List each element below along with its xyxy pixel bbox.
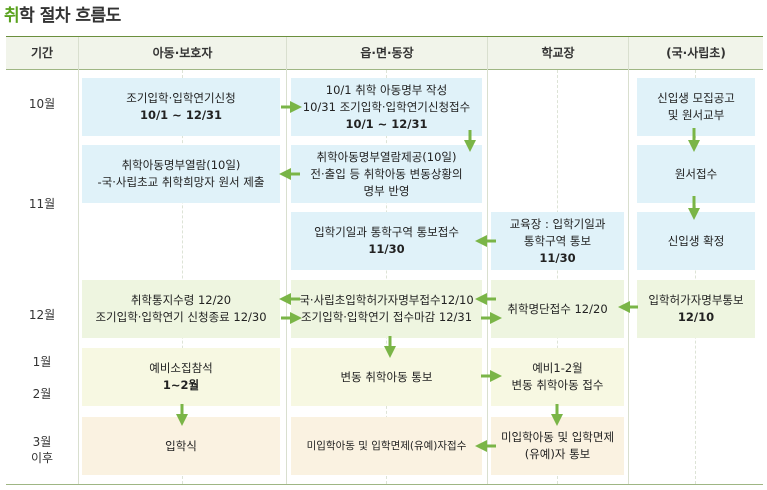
step-receive-unenrolled: 미입학아동 및 입학면제(유예)자접수	[291, 417, 482, 475]
column-divider	[487, 37, 488, 484]
period-march: 3월	[32, 435, 52, 449]
period-december: 12월	[28, 308, 56, 322]
header-guardian: 아동·보호자	[79, 37, 286, 69]
table-top-border	[6, 36, 763, 37]
header-period: 기간	[6, 37, 78, 69]
step-view-student-list: 취학아동명부열람(10일)-국·사립초교 취학희망자 원서 제출	[82, 145, 280, 203]
period-after: 이후	[30, 451, 54, 465]
header-private-school: (국·사립초)	[629, 37, 763, 69]
header-divider	[6, 69, 763, 70]
step-application-receipt: 원서접수	[637, 145, 755, 203]
column-divider	[628, 37, 629, 484]
step-change-notice: 변동 취학아동 통보	[291, 348, 482, 406]
period-november: 11월	[28, 197, 56, 211]
column-guide	[182, 70, 183, 484]
step-receive-enrollment-list: 취학명단접수 12/20	[491, 280, 624, 338]
header-town-head: 읍·면·동장	[287, 37, 487, 69]
step-confirm-students: 신입생 확정	[637, 212, 755, 270]
column-divider	[78, 37, 79, 484]
period-february: 2월	[32, 387, 52, 401]
period-january: 1월	[32, 355, 52, 369]
column-guide	[695, 70, 696, 484]
table-bottom-border	[6, 484, 763, 485]
period-october: 10월	[28, 97, 56, 111]
column-divider	[286, 37, 287, 484]
column-guide	[557, 70, 558, 484]
step-notify-unenrolled: 미입학아동 및 입학면제(유예)자 통보	[491, 417, 624, 475]
step-entrance-ceremony: 입학식	[82, 417, 280, 475]
page-title: 취학 절차 흐름도	[4, 6, 121, 26]
column-guide	[386, 70, 387, 484]
header-principal: 학교장	[488, 37, 628, 69]
